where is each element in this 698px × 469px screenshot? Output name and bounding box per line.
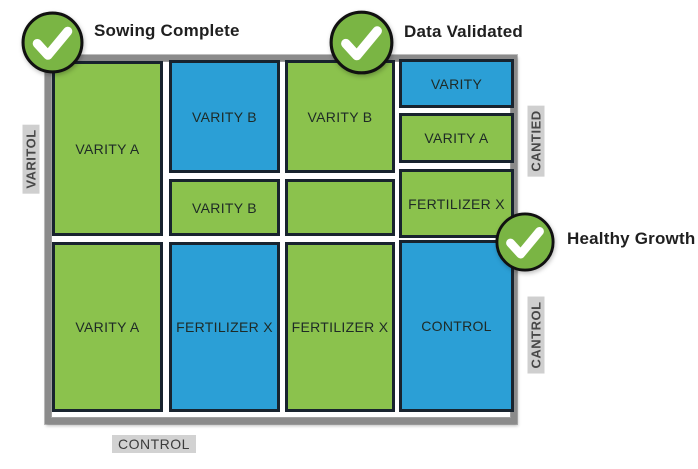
plot-fertilizer-x-small: FERTILIZER X	[399, 169, 514, 238]
status-badge-sowing	[20, 10, 85, 80]
plot-fertilizer-x-blue: FERTILIZER X	[169, 242, 280, 412]
plot-varity-small-blue: VARITY	[399, 59, 514, 108]
plot-unlabeled-green	[285, 179, 395, 236]
edge-label-left: VARITOL	[22, 124, 40, 194]
badge-label-sowing: Sowing Complete	[94, 21, 240, 40]
edge-label-right-bottom: CANTROL	[527, 296, 545, 374]
edge-label-bottom: CONTROL	[112, 435, 196, 453]
check-icon	[21, 11, 84, 74]
plot-control-blue: CONTROL	[399, 240, 514, 412]
plot-varity-a-top-left: VARITY A	[52, 61, 163, 236]
plot-varity-a-bottom: VARITY A	[52, 242, 163, 412]
badge-label-validated: Data Validated	[404, 22, 524, 41]
plot-varity-a-small: VARITY A	[399, 113, 514, 163]
check-icon	[495, 212, 555, 272]
plot-varity-b-right: VARITY B	[285, 60, 395, 173]
edge-label-right-top: CANTIED	[527, 105, 545, 177]
status-badge-validated	[328, 9, 395, 81]
badge-label-growth: Healthy Growth	[567, 229, 696, 248]
plot-varity-b-mid: VARITY B	[169, 179, 280, 236]
plot-varity-b-blue: VARITY B	[169, 60, 280, 173]
check-icon	[329, 10, 394, 75]
status-badge-growth	[494, 211, 556, 278]
plot-fertilizer-x-green: FERTILIZER X	[285, 242, 395, 412]
